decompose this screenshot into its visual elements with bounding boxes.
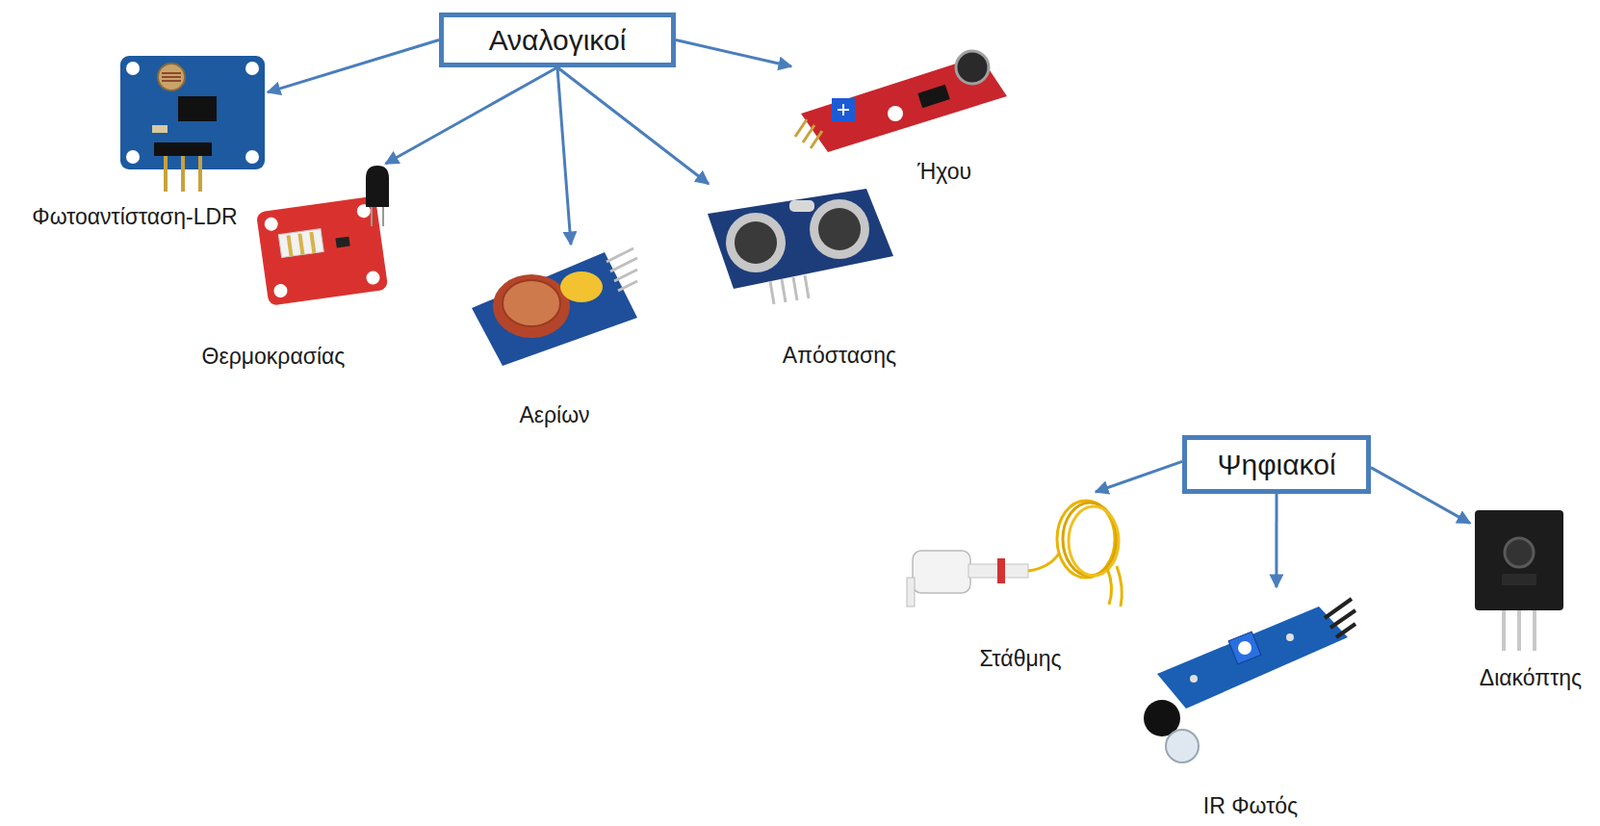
sensor-node: Θερμοκρασίας [255,163,404,302]
ir-sensor-picture [1143,598,1356,763]
sensor-caption: Φωτοαντίσταση-LDR [31,204,237,230]
category-box: Αναλογικοί [438,12,676,68]
sensor-caption: Ήχου [917,158,972,184]
sensor-caption: Διακόπτης [1479,665,1582,691]
gas-sensor-picture [471,248,638,366]
arrow-connector [1370,467,1471,524]
sensor-caption: Θερμοκρασίας [202,343,346,369]
temperature-sensor-picture [256,165,389,307]
sensor-node: Φωτοαντίσταση-LDR [114,52,268,194]
sensor-caption: Απόστασης [782,342,897,368]
sensor-node: Διακόπτης [1470,505,1568,654]
arrow-connector [267,40,439,93]
sensor-node: Αερίων [469,244,639,368]
distance-sensor-picture [707,188,894,305]
arrow-connector [557,67,709,184]
sensor-node: Στάθμης [903,491,1144,621]
sensor-node: IR Φωτός [1142,587,1359,766]
arrow-connector [1274,493,1278,588]
category-label: Αναλογικοί [489,24,627,56]
category-label: Ψηφιακοί [1216,448,1336,481]
arrow-connector [1095,461,1183,492]
arrow-connector [557,67,571,245]
arrow-connector [675,40,792,68]
arrow-connector [386,67,559,164]
sensor-caption: IR Φωτός [1203,793,1298,819]
level-sensor-picture [906,500,1122,607]
sound-sensor-picture [795,51,1007,153]
ldr-sensor-picture [120,55,265,192]
sensor-caption: Στάθμης [979,645,1061,671]
sensor-caption: Αερίων [518,402,590,428]
category-box: Ψηφιακοί [1182,435,1371,494]
switch-sensor-picture [1474,510,1564,651]
sensor-node: Απόστασης [702,183,897,307]
sensor-node: Ήχου [791,51,1011,155]
